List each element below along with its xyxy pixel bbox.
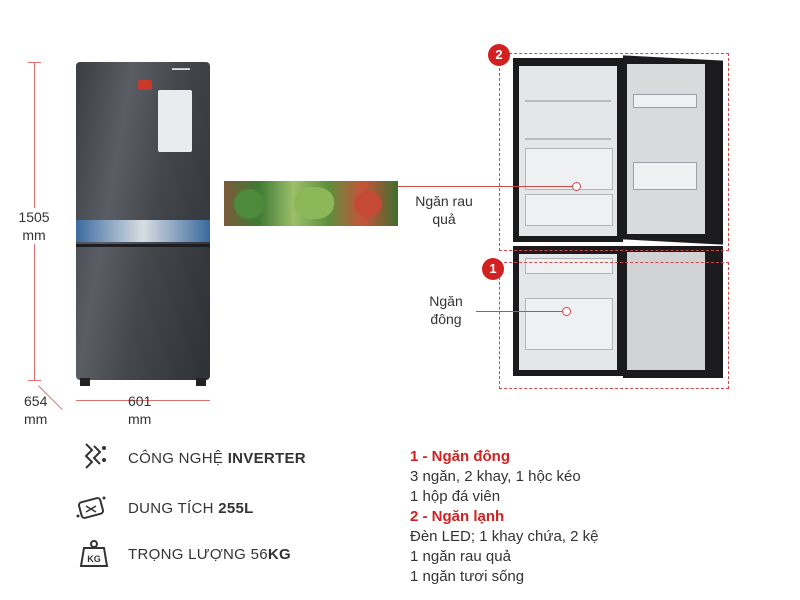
width-value: 601 xyxy=(128,393,152,409)
fridge-closed-image: ▬▬▬ xyxy=(76,62,210,386)
crisper-callout-line xyxy=(398,186,576,187)
height-unit: mm xyxy=(22,227,46,243)
door-bin xyxy=(633,94,697,108)
fridge-foot-right xyxy=(196,378,206,386)
crisper-drawer xyxy=(525,148,613,190)
fresh-drawer xyxy=(525,194,613,226)
capacity-box-icon xyxy=(74,492,106,524)
freezer-drawer xyxy=(525,298,613,350)
width-dimension-label: 601 mm xyxy=(128,392,164,428)
depth-value: 654 xyxy=(24,393,48,409)
fridge-spec-line: Đèn LED; 1 khay chứa, 2 kệ xyxy=(410,528,599,545)
freezer-door-inner xyxy=(627,252,705,370)
freezer-spec-line: 1 hộp đá viên xyxy=(410,488,501,505)
crisper-callout-label: Ngăn rau quả xyxy=(415,193,473,227)
fridge-open-diagram xyxy=(505,55,723,378)
weight-icon-text: KG xyxy=(87,554,101,564)
feature-capacity: DUNG TÍCH 255L xyxy=(128,500,254,517)
door-bin xyxy=(633,162,697,190)
vegetable-shape xyxy=(234,189,264,219)
door-divider xyxy=(76,244,210,247)
fridge-foot-left xyxy=(80,378,90,386)
freezer-callout-label: Ngăn đông xyxy=(429,293,463,327)
weight-kg-icon: KG xyxy=(78,538,110,570)
fridge-spec-title: 2 - Ngăn lạnh xyxy=(410,508,505,525)
freezer-spec-line: 3 ngăn, 2 khay, 1 hộc kéo xyxy=(410,468,581,485)
freezer-callout-line xyxy=(476,311,566,312)
energy-label-sticker xyxy=(158,90,192,152)
fridge-spec-line: 1 ngăn tươi sống xyxy=(410,568,525,585)
inverter-chip-icon xyxy=(78,440,110,472)
refrigerator-compartment-outline xyxy=(499,53,729,251)
vegetable-shape xyxy=(354,191,382,217)
depth-unit: mm xyxy=(24,411,48,427)
depth-dimension-label: 654 mm xyxy=(24,392,60,428)
fridge-spec-line: 1 ngăn rau quả xyxy=(410,548,511,565)
badge-2: 2 xyxy=(488,44,510,66)
height-tick-bottom xyxy=(28,380,41,381)
feature-weight: TRỌNG LƯỢNG 56KG xyxy=(128,546,292,563)
temperature-strip xyxy=(76,220,210,242)
height-value: 1505 xyxy=(18,209,50,225)
height-tick-top xyxy=(28,62,41,63)
spec-list: 1 - Ngăn đông 3 ngăn, 2 khay, 1 hộc kéo … xyxy=(410,447,710,587)
brand-logo: ▬▬▬ xyxy=(172,66,190,72)
freezer-compartment-outline xyxy=(499,262,729,389)
shelf xyxy=(525,100,611,102)
freezer-spec-title: 1 - Ngăn đông xyxy=(410,448,510,465)
refrigerator-door-inner xyxy=(627,64,705,234)
vegetable-shape xyxy=(294,187,334,219)
width-unit: mm xyxy=(128,411,152,427)
crisper-callout-dot xyxy=(572,182,581,191)
feature-inverter: CÔNG NGHỆ INVERTER xyxy=(128,450,306,467)
badge-1: 1 xyxy=(482,258,504,280)
shelf xyxy=(525,138,611,140)
width-dimension-line xyxy=(76,400,210,401)
sticker-icon xyxy=(138,80,152,90)
crisper-vegetables-photo xyxy=(224,181,398,226)
freezer-callout-dot xyxy=(562,307,571,316)
height-dimension-label: 1505 mm xyxy=(14,208,54,244)
